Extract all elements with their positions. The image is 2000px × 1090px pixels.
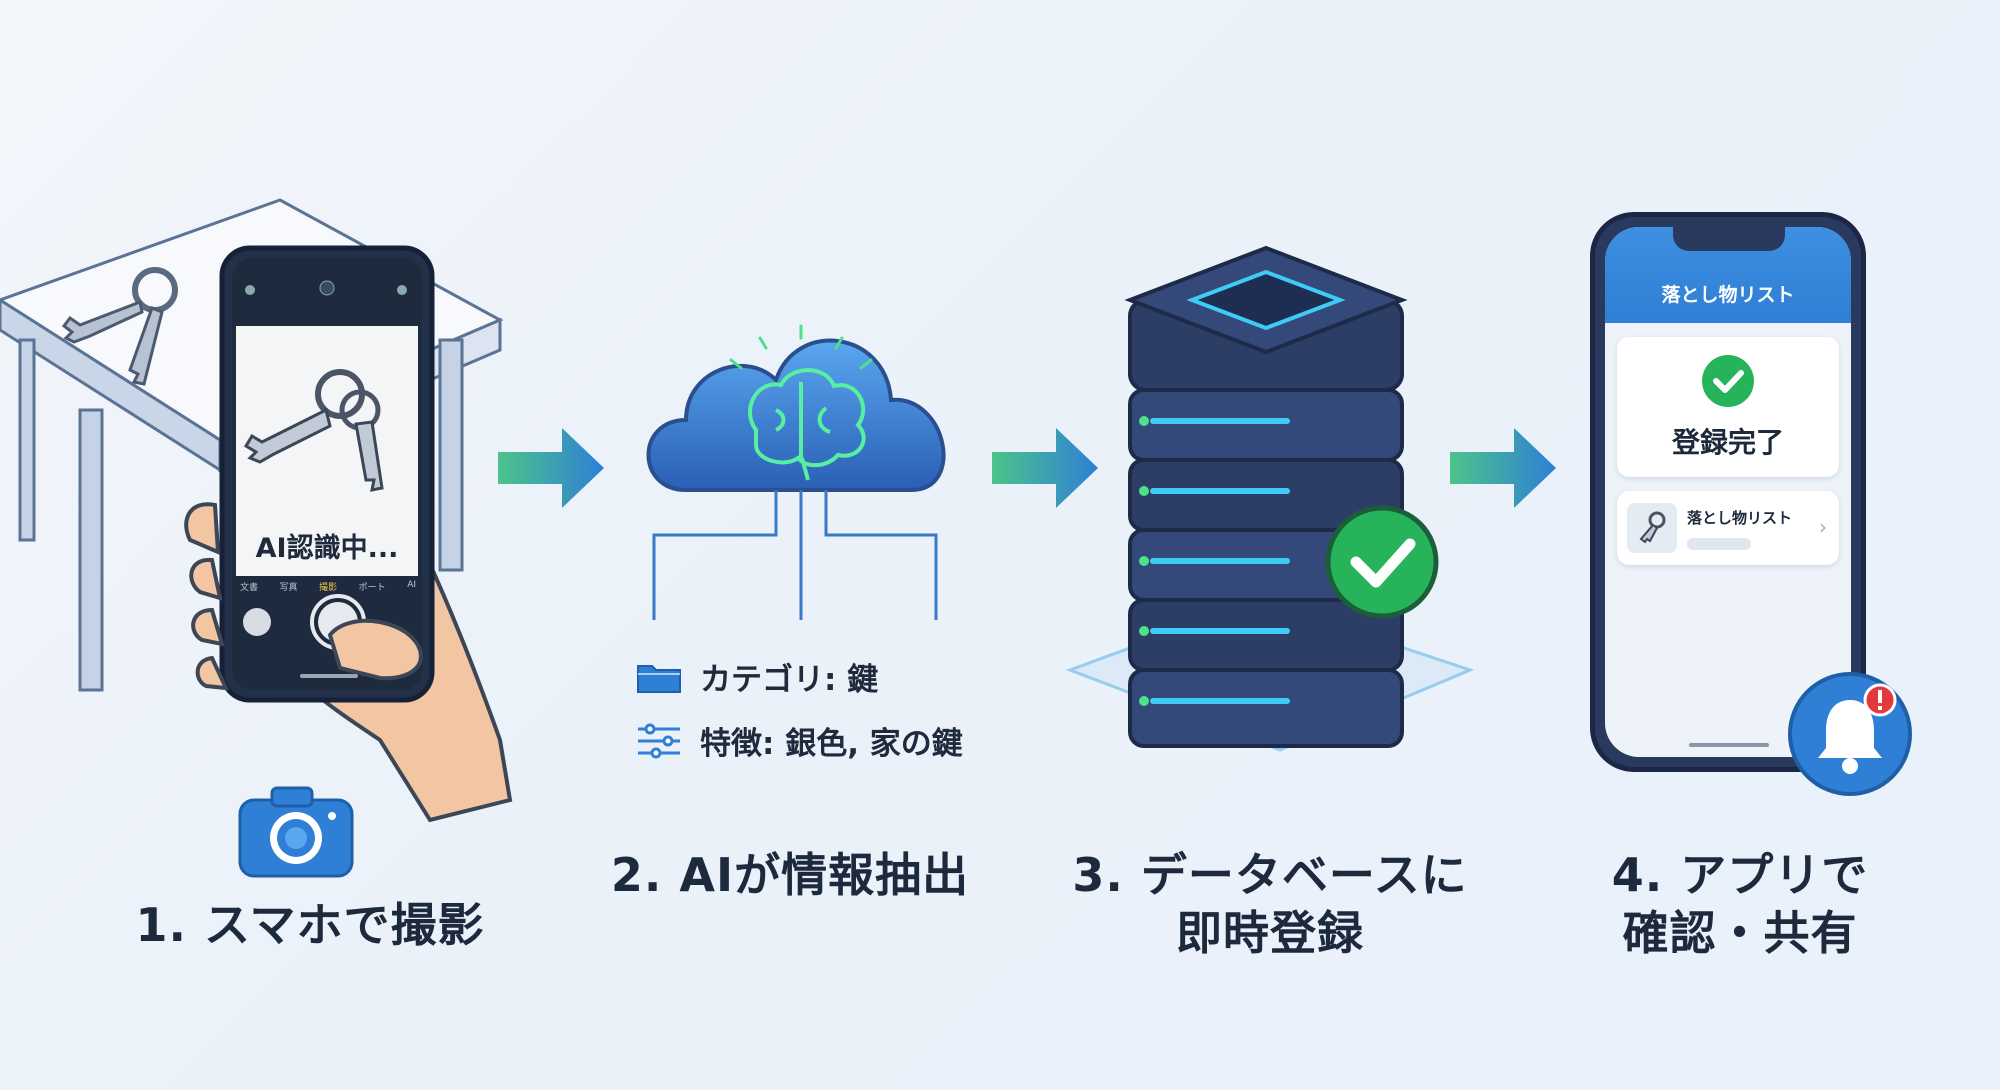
camera-mode-item[interactable]: 写真 [279, 583, 298, 593]
sliders-icon [638, 723, 680, 758]
step4-line1: 4. アプリで [1560, 846, 1920, 904]
server-unit [1128, 668, 1404, 748]
server-unit [1128, 458, 1404, 532]
ai-recognition-status: AI認識中... [255, 533, 399, 564]
camera-icon [238, 786, 354, 878]
app-header-title: 落とし物リスト [1661, 284, 1795, 306]
step1-number: 1. [135, 898, 187, 952]
folder-icon [637, 664, 681, 693]
camera-mode-item[interactable]: ポート [358, 583, 386, 593]
database-server-illustration [1060, 240, 1480, 800]
check-circle-icon [1702, 355, 1754, 407]
step2-number: 2. [610, 848, 663, 902]
registration-complete-text: 登録完了 [1671, 426, 1784, 459]
step3-title-line2: 即時登録 [1176, 906, 1364, 960]
brain-icon [748, 368, 866, 481]
step3-label: 3. データベースに 即時登録 [1040, 846, 1500, 962]
list-item-title: 落とし物リスト [1687, 508, 1793, 527]
step3-title-line1: データベースに [1140, 848, 1468, 902]
keys-on-table-icon [61, 267, 178, 386]
step1-label: 1. スマホで撮影 [100, 896, 520, 954]
camera-mode-bar: 文書 写真 撮影 ポート AI [240, 580, 416, 593]
flow-arrow-1 [498, 428, 606, 508]
flow-arrow-3 [1450, 428, 1558, 508]
features-text: 特徴: 銀色, 家の鍵 [700, 726, 963, 762]
registration-complete-card: 登録完了 [1617, 337, 1839, 477]
server-unit [1128, 598, 1404, 672]
shutter-button[interactable] [306, 596, 370, 660]
app-phone: 落とし物リスト 登録完了 落とし物リスト › [1590, 212, 1866, 772]
list-item-placeholder-bar [1687, 537, 1751, 550]
list-item-text-block: 落とし物リスト [1687, 507, 1792, 550]
app-phone-screen: 落とし物リスト 登録完了 落とし物リスト › [1605, 227, 1851, 757]
notification-bell-icon[interactable] [1786, 664, 1920, 798]
home-indicator [1689, 743, 1769, 747]
phone-notch [1673, 227, 1785, 251]
chevron-right-icon: › [1819, 515, 1827, 539]
check-badge-icon [1325, 505, 1439, 619]
key-thumbnail-icon [1627, 503, 1677, 553]
step2-label: 2. AIが情報抽出 [600, 846, 980, 904]
features-row: 特徴: 銀色, 家の鍵 [636, 718, 963, 763]
camera-mode-item-active[interactable]: 撮影 [319, 583, 338, 593]
step4-number: 4. [1611, 848, 1664, 902]
step3-line1: 3. データベースに [1040, 846, 1500, 904]
server-unit [1128, 388, 1404, 462]
step4-title-line1: アプリで [1680, 848, 1869, 902]
camera-mode-item[interactable]: 文書 [240, 583, 259, 593]
server-unit [1124, 245, 1408, 392]
step1-illustration [0, 180, 560, 823]
flow-arrow-2 [992, 428, 1100, 508]
step4-label: 4. アプリで 確認・共有 [1560, 846, 1920, 962]
category-text: カテゴリ: 鍵 [700, 662, 879, 698]
step3-number: 3. [1072, 848, 1124, 902]
step4-title-line2: 確認・共有 [1622, 906, 1858, 960]
ai-cloud-illustration [626, 320, 976, 620]
lost-item-list-row[interactable]: 落とし物リスト › [1617, 491, 1839, 565]
camera-mode-item[interactable]: AI [407, 580, 416, 590]
category-row: カテゴリ: 鍵 [636, 654, 878, 699]
step1-title: スマホで撮影 [203, 898, 485, 952]
hand-fingers-graphic [184, 502, 423, 691]
step2-title: AIが情報抽出 [679, 848, 970, 902]
camera-phone [219, 245, 435, 703]
